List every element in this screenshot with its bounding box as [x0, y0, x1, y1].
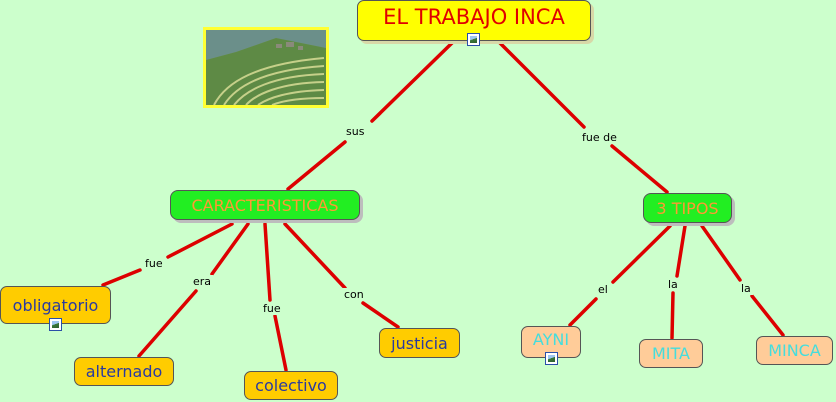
justicia-label: justicia [391, 333, 448, 353]
link-era-alternado [137, 289, 198, 358]
colectivo-node[interactable]: colectivo [244, 371, 338, 400]
link-car-fue1 [166, 222, 234, 259]
ayni-label: AYNI [532, 330, 570, 349]
image-resource-icon[interactable] [49, 318, 62, 331]
link-label-fue-2: fue [261, 302, 283, 315]
link-tipos-el [611, 224, 672, 284]
link-label-era: era [191, 275, 214, 288]
link-car-con [283, 222, 347, 290]
caracteristicas-label: CARACTERISTICAS [191, 195, 339, 215]
minca-label: MINCA [768, 341, 821, 360]
alternado-node[interactable]: alternado [74, 357, 174, 386]
link-root-sus [370, 41, 454, 123]
image-resource-icon[interactable] [545, 352, 558, 365]
link-car-era [210, 222, 250, 276]
link-la1-mita [670, 291, 675, 340]
minca-node[interactable]: MINCA [756, 336, 833, 365]
link-label-con: con [342, 288, 366, 301]
tipos-node[interactable]: 3 TIPOS [643, 193, 732, 223]
root-label: EL TRABAJO INCA [383, 5, 565, 29]
mita-node[interactable]: MITA [639, 339, 703, 368]
terraces-image [206, 30, 326, 105]
link-tipos-la2 [700, 224, 742, 282]
link-label-sus: sus [344, 125, 367, 138]
link-fuede-tipos [610, 144, 669, 194]
colectivo-label: colectivo [255, 376, 327, 395]
mita-label: MITA [652, 344, 690, 363]
link-sus-caracteristicas [286, 140, 347, 191]
link-fue1-obligatorio [101, 268, 142, 287]
link-label-la-1: la [666, 278, 680, 291]
link-tipos-la1 [675, 224, 687, 278]
obligatorio-node[interactable]: obligatorio [0, 286, 111, 324]
link-car-fue2 [263, 222, 272, 302]
link-el-ayni [568, 297, 598, 327]
link-label-la-2: la [739, 282, 753, 295]
caracteristicas-node[interactable]: CARACTERISTICAS [170, 190, 360, 220]
justicia-node[interactable]: justicia [379, 328, 460, 358]
link-con-justicia [361, 301, 400, 329]
link-label-fue-1: fue [143, 257, 165, 270]
link-root-fuede [498, 41, 586, 129]
link-label-fue-de: fue de [580, 131, 619, 144]
tipos-label: 3 TIPOS [656, 198, 719, 218]
link-la2-minca [750, 294, 785, 337]
alternado-label: alternado [85, 362, 163, 381]
link-fue2-colectivo [273, 314, 288, 372]
link-label-el: el [596, 283, 610, 296]
obligatorio-label: obligatorio [12, 295, 99, 315]
image-resource-icon[interactable] [467, 33, 480, 46]
ayni-node[interactable]: AYNI [521, 326, 581, 358]
inca-terraces-photo [203, 27, 329, 108]
